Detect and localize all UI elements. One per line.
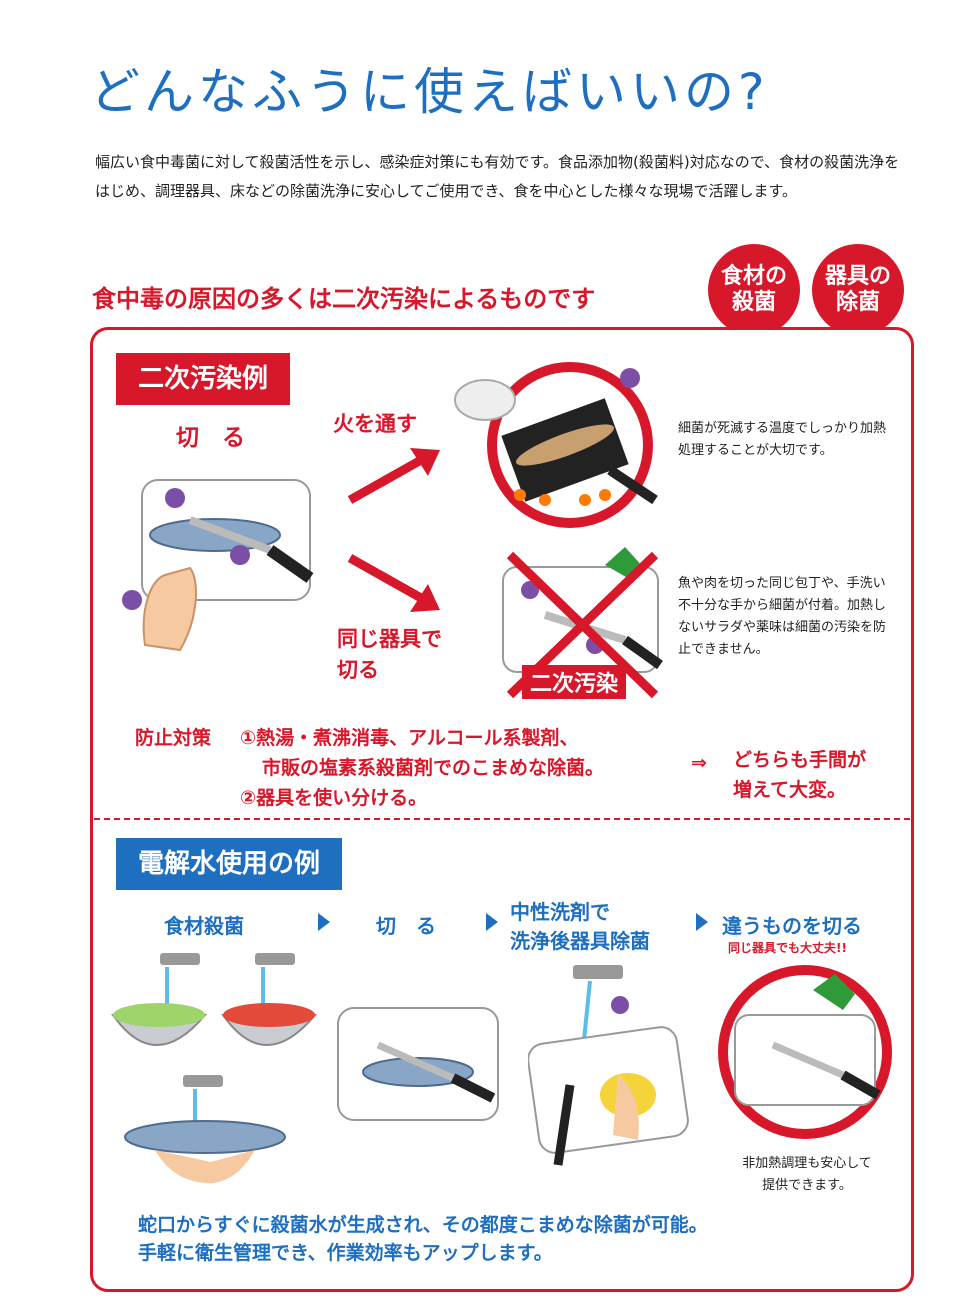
cut-label: 切 る — [176, 425, 245, 451]
tool-washing-illustration — [528, 965, 689, 1166]
step3-label-1: 中性洗剤で — [510, 900, 610, 924]
cutting-illustration — [122, 479, 314, 652]
flame-icon — [514, 489, 526, 501]
same-tool-label-2: 切る — [337, 658, 379, 682]
result-line-1: どちらも手間が — [733, 749, 867, 771]
prevention-label: 防止対策 — [135, 727, 212, 749]
step4-label: 違うものを切る — [722, 914, 862, 938]
step4-note-1: 非加熱調理も安心して — [742, 1156, 872, 1171]
summary-line-1: 蛇口からすぐに殺菌水が生成され、その都度こまめな除菌が可能。 — [138, 1214, 708, 1236]
knife-blade — [376, 1041, 455, 1082]
knife-handle — [450, 1073, 496, 1103]
fire-label: 火を通す — [333, 412, 417, 436]
tomatoes — [223, 1003, 315, 1027]
hand — [200, 1150, 255, 1184]
badge-food-sterilization: 食材の 殺菌 — [708, 244, 800, 336]
hand — [142, 566, 197, 652]
smoke — [454, 379, 516, 421]
cutting-fish-illustration — [337, 1007, 499, 1121]
arrow-down-icon — [347, 554, 440, 612]
prevention-1b: 市販の塩素系殺菌剤でのこまめな除菌。 — [262, 757, 605, 779]
bacteria-icon — [521, 581, 539, 599]
result-line-2: 増えて大変。 — [733, 779, 847, 801]
step3-label-2: 洗浄後器具除菌 — [510, 929, 650, 953]
flame-icon — [579, 494, 591, 506]
step-arrow-icon — [318, 913, 330, 931]
fire-note: 細菌が死滅する温度でしっかり加熱処理することが大切です。 — [678, 421, 887, 458]
bacteria-icon — [122, 590, 142, 610]
knife-handle — [840, 1070, 881, 1100]
bacteria-icon — [611, 996, 629, 1014]
bacteria-icon — [620, 368, 640, 388]
knife-blade — [771, 1041, 845, 1079]
check-circle-icon — [487, 362, 653, 528]
knife-handle — [553, 1084, 575, 1166]
contamination-label: 二次汚染 — [522, 665, 627, 699]
step1-label: 食材殺菌 — [164, 914, 244, 938]
fish — [362, 1057, 474, 1087]
faucet-icon — [183, 1075, 223, 1087]
step-arrow-icon — [486, 913, 498, 931]
check-circle-icon — [718, 965, 892, 1139]
headline: 食中毒の原因の多くは二次汚染によるものです — [92, 285, 596, 313]
faucet-icon — [255, 953, 295, 965]
lettuce — [113, 1003, 205, 1027]
page-title: どんなふうに使えばいいの? — [90, 63, 769, 121]
knife-handle — [622, 635, 663, 670]
prevention-1a: ①熱湯・煮沸消毒、アルコール系製剤、 — [240, 727, 579, 749]
intro-text: 幅広い食中毒菌に対して殺菌活性を示し、感染症対策にも有効です。食品添加物(殺菌料… — [95, 153, 900, 200]
flame-icon — [539, 494, 551, 506]
safe-cutting-illustration — [718, 965, 892, 1139]
arrow-up-icon — [347, 448, 440, 504]
section2-label: 電解水使用の例 — [116, 838, 343, 890]
result-arrow: ⇒ — [691, 752, 707, 774]
bacteria-icon — [165, 488, 185, 508]
step-arrow-icon — [696, 913, 708, 931]
food-sterilization-illustration — [111, 953, 318, 1184]
grill-illustration — [454, 362, 658, 528]
fish — [124, 1120, 286, 1154]
section-divider — [94, 818, 910, 820]
greens — [813, 974, 855, 1010]
hand — [613, 1075, 639, 1140]
knife-handle — [266, 545, 314, 583]
step4-sublabel: 同じ器具でも大丈夫!! — [728, 941, 847, 955]
step4-note-2: 提供できます。 — [762, 1178, 852, 1193]
faucet-icon — [573, 965, 623, 979]
contamination-note: 魚や肉を切った同じ包丁や、手洗い不十分な手から細菌が付着。加熱しないサラダや薬味… — [678, 576, 887, 657]
step2-label: 切 る — [376, 914, 436, 938]
section1-label: 二次汚染例 — [116, 353, 291, 405]
grilled-fish — [515, 424, 615, 466]
prevention-2: ②器具を使い分ける。 — [240, 787, 428, 809]
badge-tool-sterilization: 器具の 除菌 — [812, 244, 904, 336]
faucet-icon — [160, 953, 200, 965]
summary-line-2: 手軽に衛生管理でき、作業効率もアップします。 — [138, 1242, 553, 1264]
knife-blade — [188, 516, 272, 554]
same-tool-label-1: 同じ器具で — [337, 627, 442, 651]
flame-icon — [599, 489, 611, 501]
bacteria-icon — [230, 545, 250, 565]
